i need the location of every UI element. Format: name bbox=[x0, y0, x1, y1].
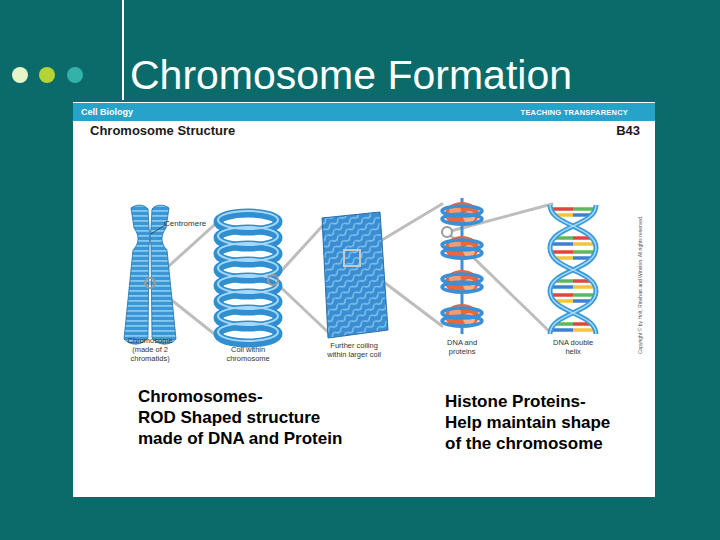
slide-title: Chromosome Formation bbox=[130, 52, 572, 98]
divider-line bbox=[122, 0, 124, 100]
subject-label: Cell Biology bbox=[81, 106, 133, 118]
note-heading: Chromosomes- bbox=[138, 386, 263, 407]
stage-caption: DNA and proteins bbox=[434, 338, 490, 356]
panel-heading: Chromosome Structure bbox=[90, 123, 235, 139]
stage-caption: DNA double helix bbox=[545, 338, 601, 356]
stage-caption: Chromosome (made of 2 chromatids) bbox=[122, 336, 178, 363]
copyright-note: Copyright © by Holt, Rinehart and Winsto… bbox=[637, 210, 643, 360]
note-heading: Histone Proteins- bbox=[445, 391, 586, 412]
note-text: ROD Shaped structure made of DNA and Pro… bbox=[138, 407, 353, 449]
stage-caption: Further coiling within larger coil bbox=[326, 341, 382, 359]
header-band: Cell Biology TEACHING TRANSPARENCY bbox=[73, 103, 655, 121]
stage-caption: Coil within chromosome bbox=[220, 345, 276, 363]
bullet-dot bbox=[39, 67, 55, 83]
bullet-dot bbox=[12, 67, 28, 83]
series-label: TEACHING TRANSPARENCY bbox=[521, 108, 628, 118]
note-text: Help maintain shape of the chromosome bbox=[445, 412, 620, 454]
transparency-code: B43 bbox=[616, 123, 640, 139]
part-label: Centromere bbox=[164, 219, 206, 229]
bullet-dot bbox=[67, 67, 83, 83]
